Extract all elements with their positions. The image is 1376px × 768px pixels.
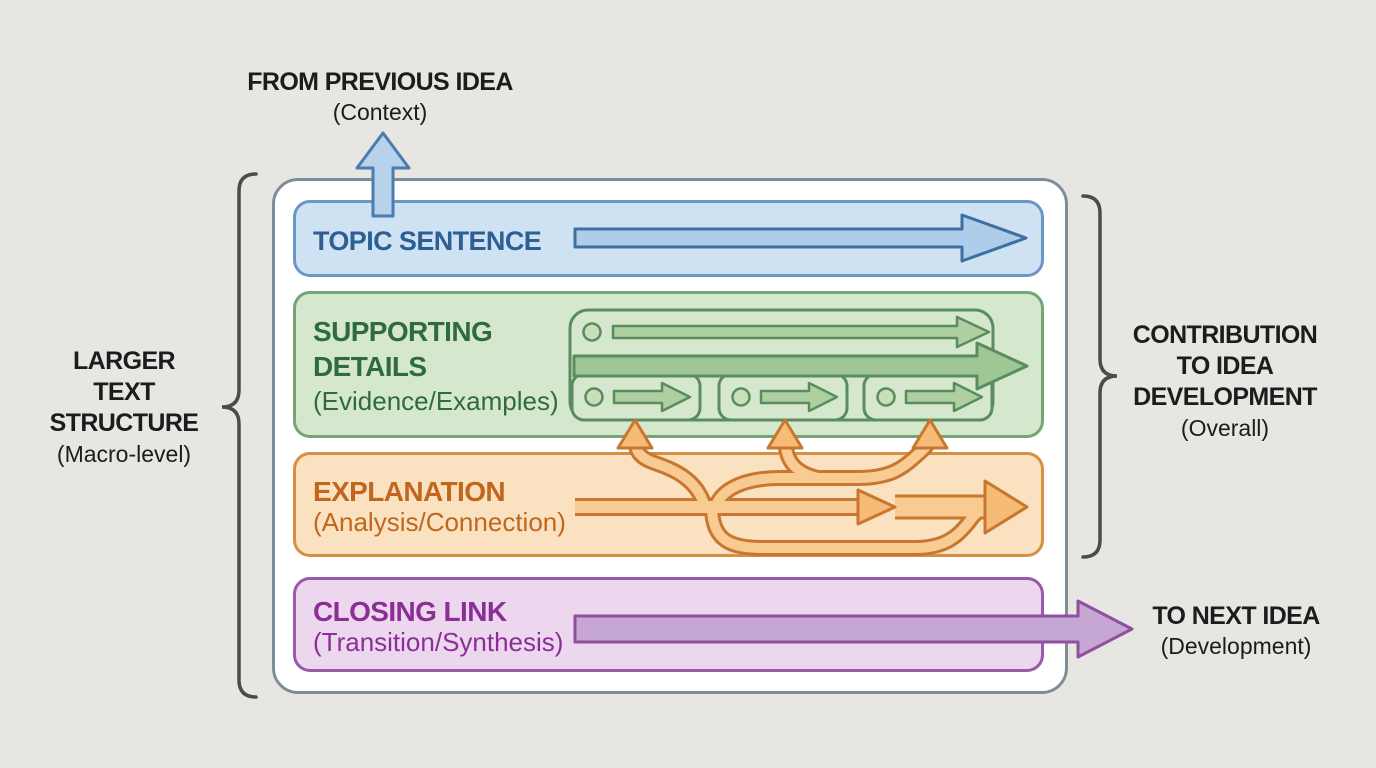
detail-sub-arrow-icon xyxy=(759,381,839,413)
topic-sentence-text: TOPIC SENTENCE xyxy=(313,226,542,256)
supporting-details-title: SUPPORTING DETAILS (Evidence/Examples) xyxy=(313,314,559,419)
supporting-subtitle: (Evidence/Examples) xyxy=(313,386,559,416)
to-next-idea-title: TO NEXT IDEA xyxy=(1152,602,1320,630)
contribution-label-line3: DEVELOPMENT xyxy=(1133,383,1317,411)
to-next-idea-label: TO NEXT IDEA (Development) xyxy=(1116,601,1356,661)
detail-bullet-icon xyxy=(582,322,602,342)
to-next-idea-subtitle: (Development) xyxy=(1160,633,1312,659)
supporting-details-group xyxy=(568,308,1029,422)
contribution-label-line1: CONTRIBUTION xyxy=(1132,321,1318,349)
explanation-big-arrowhead-icon xyxy=(983,479,1029,535)
larger-text-structure-label: LARGER TEXT STRUCTURE (Macro-level) xyxy=(14,346,234,470)
closing-link-title: CLOSING LINK (Transition/Synthesis) xyxy=(313,596,564,658)
right-brace xyxy=(1081,194,1118,559)
contribution-label: CONTRIBUTION TO IDEA DEVELOPMENT (Overal… xyxy=(1096,320,1354,444)
topic-flow-arrow-icon xyxy=(573,213,1028,263)
detail-bullet-icon xyxy=(876,387,896,407)
explanation-up-arrowhead-1-icon xyxy=(616,418,654,450)
contribution-label-line2: TO IDEA xyxy=(1176,352,1274,380)
details-main-flow-arrow-icon xyxy=(572,341,1029,391)
detail-bullet-icon xyxy=(731,387,751,407)
explanation-subtitle: (Analysis/Connection) xyxy=(313,507,566,537)
larger-label-line3: STRUCTURE xyxy=(49,409,199,437)
explanation-arrows-group xyxy=(575,418,1029,556)
explanation-title-text: EXPLANATION xyxy=(313,476,506,507)
larger-label-line1: LARGER xyxy=(73,347,176,375)
detail-sub-arrow-icon xyxy=(612,381,692,413)
contribution-label-subtitle: (Overall) xyxy=(1180,415,1270,441)
explanation-title: EXPLANATION (Analysis/Connection) xyxy=(313,476,566,538)
detail-sub-arrow-icon xyxy=(904,381,984,413)
left-brace xyxy=(221,172,258,699)
supporting-title-line1: SUPPORTING xyxy=(313,316,493,347)
detail-top-arrow-icon xyxy=(611,315,991,349)
larger-label-line2: TEXT xyxy=(93,378,155,406)
explanation-mid-arrowhead-icon xyxy=(856,488,897,526)
explanation-up-arrowhead-2-icon xyxy=(766,418,804,450)
closing-link-subtitle: (Transition/Synthesis) xyxy=(313,627,564,657)
closing-link-title-text: CLOSING LINK xyxy=(313,596,507,627)
supporting-title-line2: DETAILS xyxy=(313,351,427,382)
topic-sentence-title: TOPIC SENTENCE xyxy=(313,226,542,260)
explanation-up-arrowhead-3-icon xyxy=(911,418,949,450)
from-previous-idea-subtitle: (Context) xyxy=(332,99,428,125)
from-previous-idea-label: FROM PREVIOUS IDEA (Context) xyxy=(222,67,538,127)
detail-bullet-icon xyxy=(584,387,604,407)
larger-label-subtitle: (Macro-level) xyxy=(56,441,192,467)
to-next-idea-arrow-icon xyxy=(573,599,1134,659)
from-previous-idea-title: FROM PREVIOUS IDEA xyxy=(247,68,513,96)
from-previous-idea-arrow-icon xyxy=(355,131,411,218)
